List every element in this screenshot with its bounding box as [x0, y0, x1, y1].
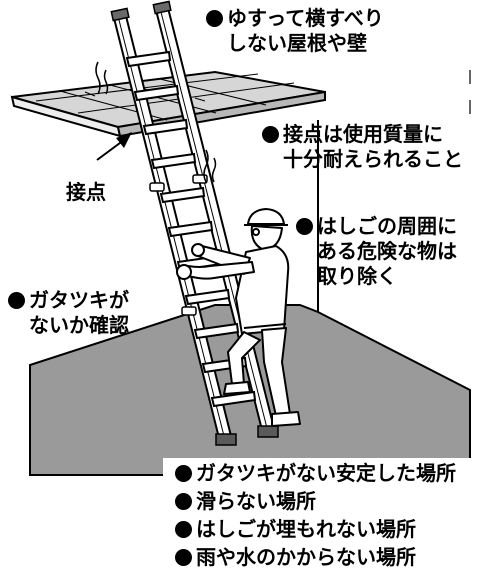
- roof-wall-line-1: ゆすって横すべり: [227, 6, 384, 30]
- ground-condition-text: 雨や水のかからない場所: [196, 545, 416, 569]
- ladder-left-foot: [215, 433, 237, 446]
- vibration-marks: [95, 61, 217, 183]
- bullet-icon: [175, 493, 192, 510]
- label-roof-wall: ゆすって横すべり しない屋根や壁: [206, 6, 384, 56]
- ground-conditions-box: ガタツキがない安定した場所 滑らない場所 はしごが埋もれない場所 雨や水のかから…: [163, 458, 483, 578]
- bullet-icon: [175, 465, 192, 482]
- remove-hazards-line-1: はしごの周囲に: [317, 214, 457, 238]
- worker-figure: [176, 208, 301, 427]
- ladder-right-foot: [257, 425, 279, 438]
- label-contact-point: 接点: [66, 180, 106, 205]
- bullet-icon: [8, 292, 25, 309]
- label-remove-hazards: はしごの周囲に ある危険な物は 取り除く: [296, 214, 457, 289]
- ground-condition-item: はしごが埋もれない場所: [175, 517, 416, 542]
- contact-strength-line-1: 接点は使用質量に: [283, 122, 443, 146]
- ground-condition-item: 雨や水のかからない場所: [175, 545, 416, 570]
- contact-point-text: 接点: [66, 180, 106, 204]
- remove-hazards-line-3: 取り除く: [317, 264, 397, 288]
- bullet-icon: [175, 521, 192, 538]
- bullet-icon: [296, 218, 313, 235]
- ground-condition-item: ガタツキがない安定した場所: [175, 461, 456, 486]
- roof-wall-line-2: しない屋根や壁: [227, 31, 367, 55]
- label-contact-strength: 接点は使用質量に 十分耐えられること: [262, 122, 463, 172]
- bullet-icon: [175, 549, 192, 566]
- ground-condition-item: 滑らない場所: [175, 489, 316, 514]
- label-wobble-check: ガタツキが ないか確認: [8, 288, 129, 338]
- ground-condition-text: はしごが埋もれない場所: [196, 517, 416, 541]
- remove-hazards-line-2: ある危険な物は: [317, 239, 457, 263]
- contact-strength-line-2: 十分耐えられること: [283, 147, 463, 171]
- ground-condition-text: ガタツキがない安定した場所: [196, 461, 456, 485]
- bullet-icon: [206, 10, 223, 27]
- wobble-check-line-2: ないか確認: [29, 313, 129, 337]
- bullet-icon: [262, 126, 279, 143]
- wobble-check-line-1: ガタツキが: [29, 288, 129, 312]
- contact-arrow: [96, 132, 132, 161]
- ground-condition-text: 滑らない場所: [196, 489, 316, 513]
